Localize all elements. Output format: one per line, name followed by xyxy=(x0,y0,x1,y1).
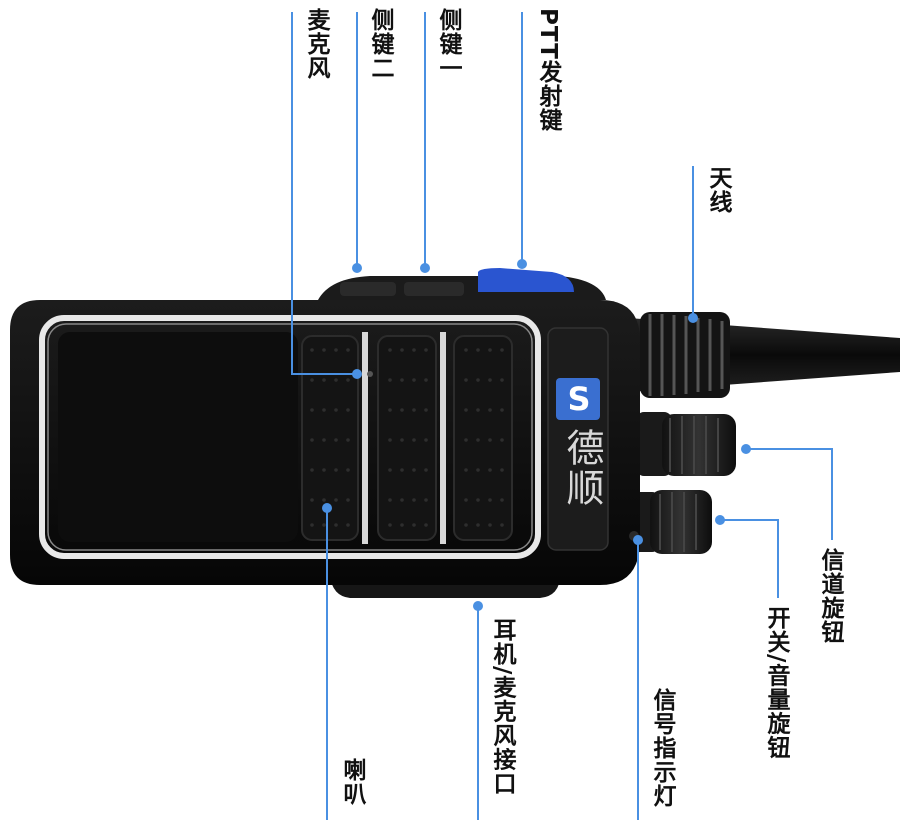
leader-lines xyxy=(291,12,833,820)
speaker-panel xyxy=(58,332,298,542)
side-key-2 xyxy=(340,282,396,296)
label-earphone-port: 耳机/麦克风接口 xyxy=(489,618,515,796)
ptt-button xyxy=(478,268,574,292)
radio-body xyxy=(10,300,640,585)
brand-logo-icon xyxy=(556,378,600,420)
label-side-key-1: 侧键一 xyxy=(435,8,461,80)
channel-knob xyxy=(636,412,736,476)
side-key-1 xyxy=(404,282,464,296)
brand-name: 德顺 xyxy=(560,428,604,508)
label-antenna: 天线 xyxy=(705,166,731,214)
leader-dots xyxy=(322,259,751,611)
label-ptt: PTT发射键 xyxy=(535,8,561,132)
label-side-key-2: 侧键二 xyxy=(367,8,393,80)
label-speaker: 喇叭 xyxy=(339,758,365,806)
label-power-volume-knob: 开关/音量旋钮 xyxy=(763,606,789,760)
side-rail xyxy=(318,268,606,300)
power-volume-knob xyxy=(630,490,712,554)
brand-logo-letter: S xyxy=(567,380,591,418)
label-microphone: 麦克风 xyxy=(303,8,329,80)
label-channel-knob: 信道旋钮 xyxy=(817,548,843,644)
antenna xyxy=(628,312,900,398)
label-signal-led: 信号指示灯 xyxy=(649,688,675,808)
